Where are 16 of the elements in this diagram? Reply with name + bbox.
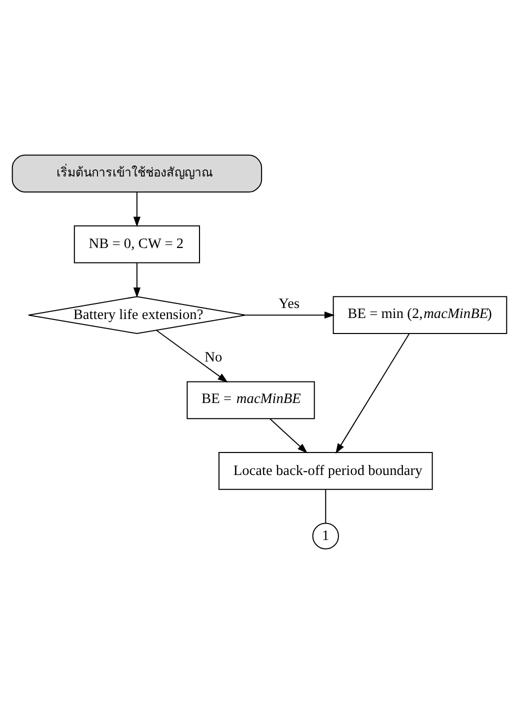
arrow	[336, 333, 410, 454]
node-box: เริ่มต้นการเข้าใช้ช่องสัญญาณ	[12, 154, 262, 193]
node-circle: 1	[312, 522, 339, 550]
node-box: Locate back-off period boundary	[218, 452, 433, 490]
node-box: BE = macMinBE	[186, 381, 315, 420]
edge-label: Yes	[278, 296, 300, 312]
edge-label: No	[204, 349, 222, 366]
node-box: BE = min (2,macMinBE)	[332, 296, 508, 334]
arrow	[133, 263, 141, 298]
arrow	[156, 330, 228, 383]
arrow	[246, 311, 335, 319]
arrow	[133, 192, 141, 227]
node-diamond: Battery life extension?	[28, 296, 246, 334]
connector	[325, 490, 326, 523]
node-box: NB = 0, CW = 2	[74, 225, 200, 264]
arrow	[270, 418, 308, 454]
